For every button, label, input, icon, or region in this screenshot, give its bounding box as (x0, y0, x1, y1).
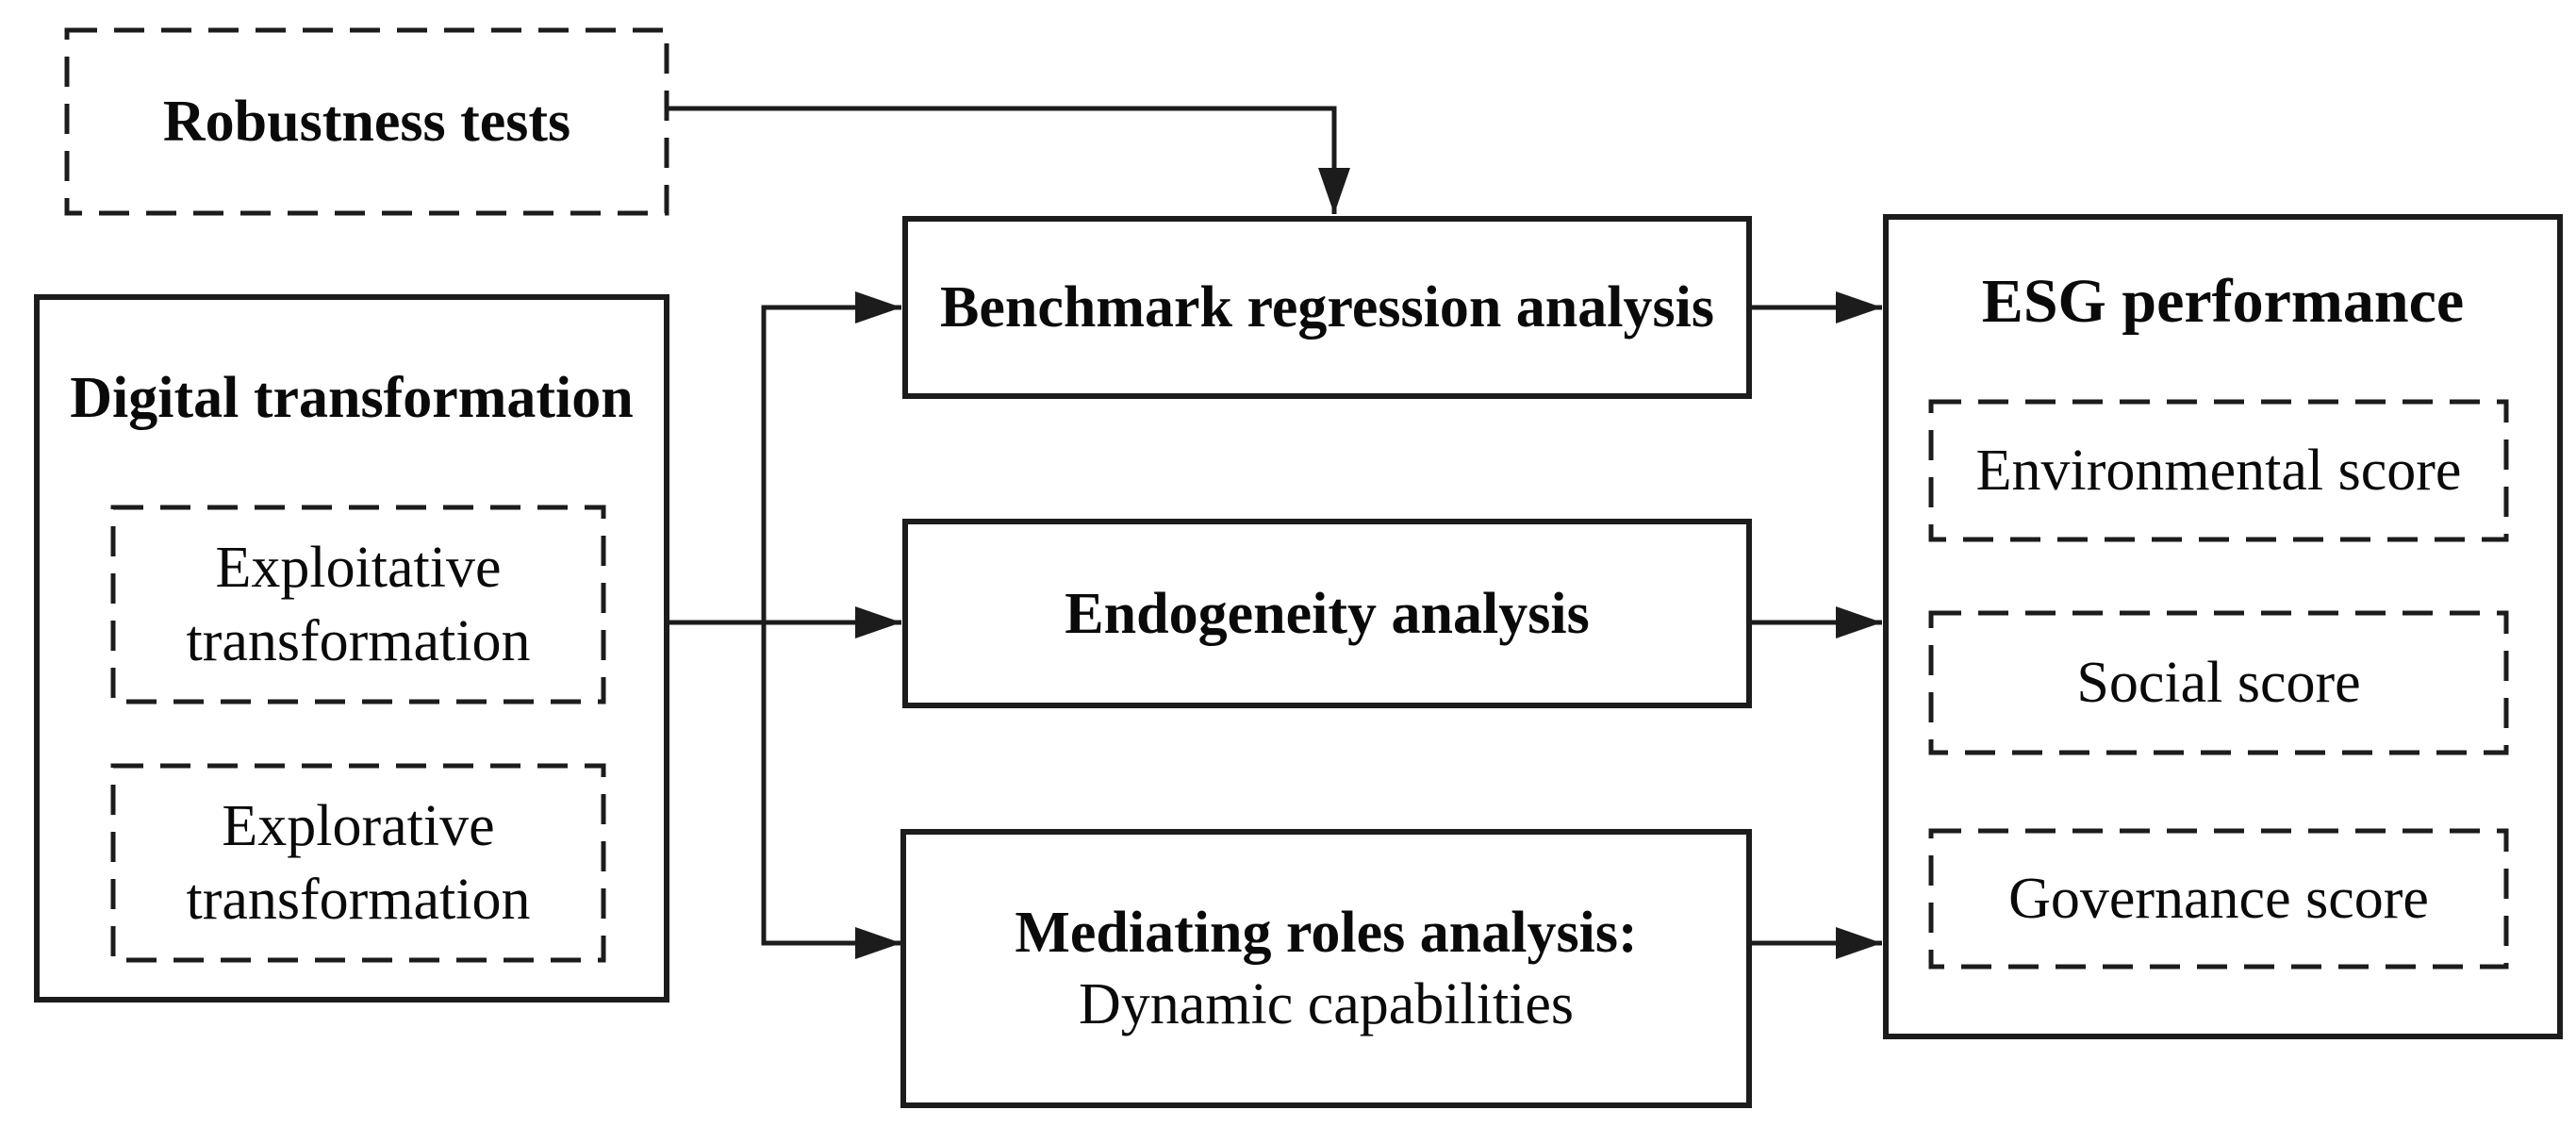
endogeneity-analysis-box: Endogeneity analysis (1065, 581, 1590, 646)
social-score-box: Social score (2076, 651, 2361, 715)
endogeneity-box-border (902, 519, 1752, 708)
governance-box-border (1928, 828, 2509, 970)
mediating-box-border (900, 829, 1752, 1108)
benchmark-regression-analysis-box: Benchmark regression analysis (940, 275, 1714, 340)
environmental-box-border (1928, 399, 2509, 542)
explorative-line2: transformation (186, 868, 531, 932)
governance-score-box: Governance score (2008, 867, 2429, 931)
esg-performance-title: ESG performance (1981, 267, 2465, 336)
digital-transformation-box-border (34, 294, 669, 1003)
explorative-box-border (110, 763, 606, 963)
mediating-subtitle: Dynamic capabilities (1078, 972, 1575, 1036)
explorative-transformation-box: Explorative transformation (113, 766, 603, 960)
mediating-roles-analysis-box: Mediating roles analysis: Dynamic capabi… (903, 832, 1749, 1105)
robustness-box-border (64, 27, 669, 216)
exploitative-line1: Exploitative (215, 536, 502, 600)
mediating-title: Mediating roles analysis: (1015, 901, 1638, 965)
exploitative-box-border (110, 505, 606, 704)
digital-transformation-title: Digital transformation (70, 366, 634, 430)
connector-robustness-to-benchmark (667, 106, 1350, 214)
robustness-tests-box: Robustness tests (162, 90, 571, 154)
exploitative-line2: transformation (186, 609, 531, 673)
esg-box-border (1883, 214, 2563, 1039)
explorative-line1: Explorative (222, 794, 495, 858)
social-box-border (1928, 610, 2509, 755)
environmental-score-box: Environmental score (1975, 439, 2462, 503)
exploitative-transformation-box: Exploitative transformation (113, 507, 603, 702)
